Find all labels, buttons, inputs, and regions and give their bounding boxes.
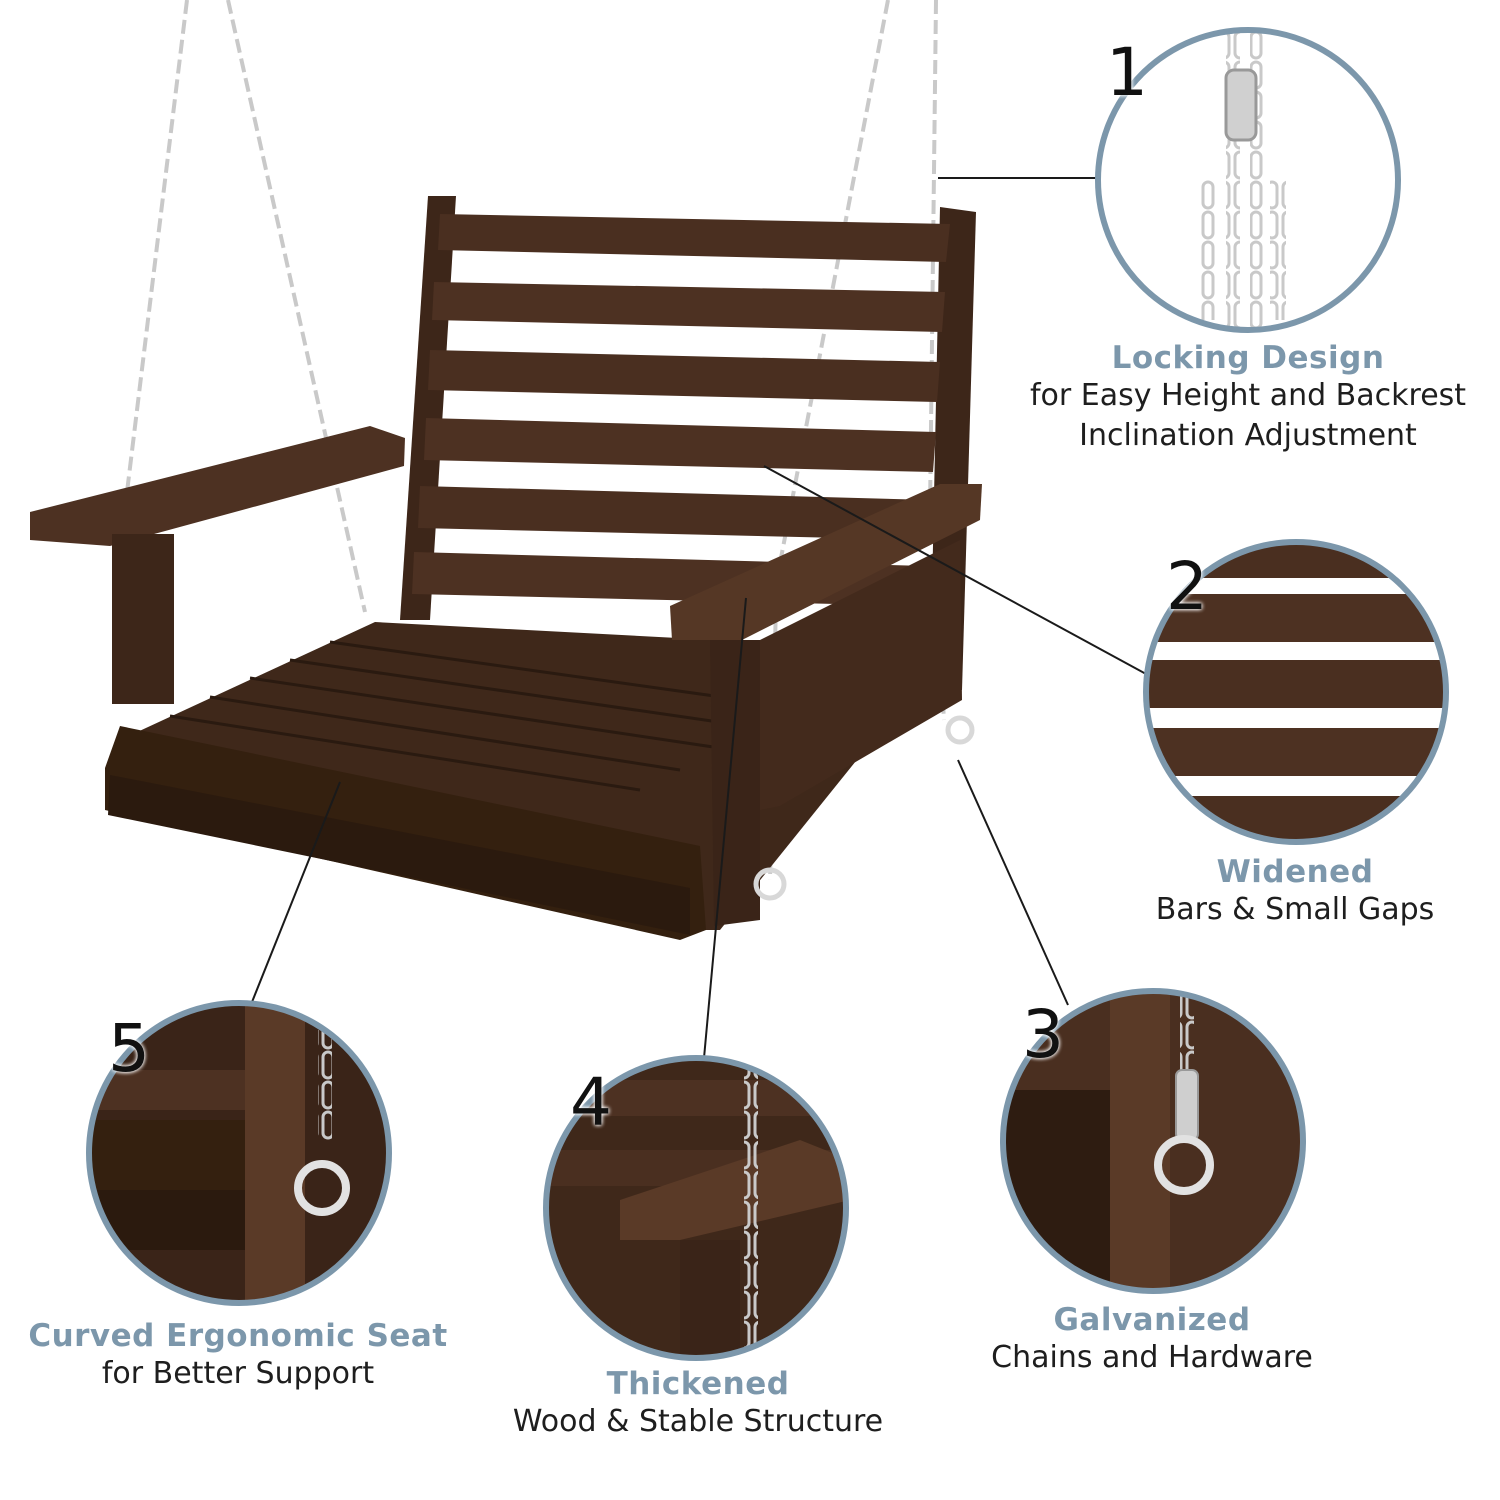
feature-line: Wood & Stable Structure [512, 1404, 884, 1439]
feature-callout-4: Thickened Wood & Stable Structure [480, 1366, 916, 1442]
feature-line: Chains and Hardware [991, 1340, 1313, 1375]
detail-circle-3 [1000, 988, 1306, 1294]
detail-circle-1 [1095, 27, 1401, 333]
feature-line: for Easy Height and Backrest [1029, 378, 1467, 413]
feature-callout-2: Widened Bars & Small Gaps [1120, 854, 1470, 930]
feature-title: Thickened [606, 1366, 790, 1402]
feature-callout-1: Locking Design for Easy Height and Backr… [1000, 340, 1496, 456]
seat-surface [120, 622, 905, 930]
feature-callout-3: Galvanized Chains and Hardware [960, 1302, 1344, 1378]
armrest-left [30, 426, 405, 546]
feature-title: Curved Ergonomic Seat [28, 1318, 448, 1354]
feature-callout-5: Curved Ergonomic Seat for Better Support [20, 1318, 456, 1394]
feature-number-2: 2 [1166, 548, 1208, 625]
feature-title: Widened [1216, 854, 1374, 890]
feature-title: Galvanized [1053, 1302, 1251, 1338]
leader-lines [251, 177, 1147, 1059]
armrest-right [670, 484, 982, 640]
feature-title: Locking Design [1111, 340, 1385, 376]
feature-number-4: 4 [570, 1064, 612, 1141]
feature-line: Inclination Adjustment [1079, 418, 1417, 453]
arm-leg-left [112, 534, 174, 704]
swing-main [30, 0, 982, 940]
arm-leg-right [710, 640, 760, 926]
feature-line: Bars & Small Gaps [1155, 892, 1435, 927]
detail-circle-4 [543, 1055, 849, 1361]
feature-number-3: 3 [1022, 996, 1064, 1073]
feature-number-1: 1 [1106, 34, 1148, 111]
detail-circle-5 [86, 1000, 392, 1306]
feature-number-5: 5 [108, 1010, 150, 1087]
detail-circle-2 [1143, 539, 1449, 845]
feature-line: for Better Support [101, 1356, 375, 1391]
